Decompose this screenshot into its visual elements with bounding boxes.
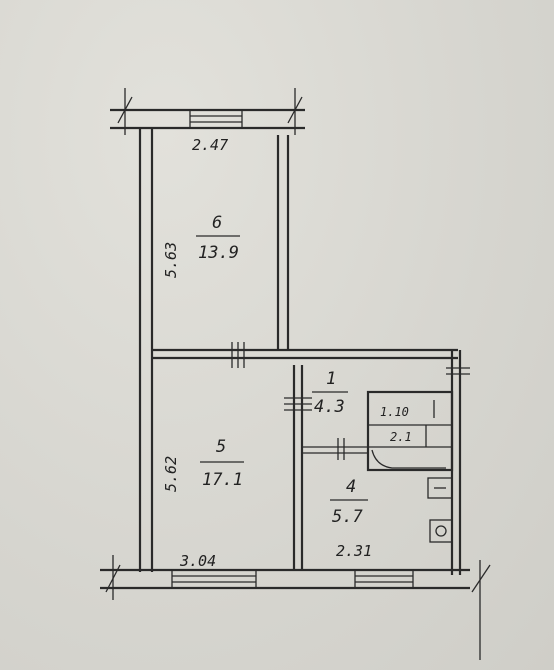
kitchen-fixtures	[427, 477, 453, 543]
room6-right-wall	[276, 135, 290, 350]
bathroom-block	[302, 390, 454, 472]
dim-upper-height: 5.63	[162, 242, 180, 278]
room5-area: 17.1	[202, 470, 243, 490]
right-wall	[446, 350, 470, 575]
middle-partition	[152, 342, 458, 368]
dim-top-width: 2.47	[192, 136, 228, 154]
wc-area: 2.1	[390, 430, 412, 444]
room5-right-wall	[284, 365, 312, 570]
bottom-window-right	[354, 569, 414, 589]
room6-number: 6	[212, 213, 222, 233]
left-wall	[138, 128, 154, 572]
bottom-wall	[100, 555, 491, 660]
room1-number: 1	[326, 369, 336, 389]
bath-area: 1.10	[380, 405, 409, 419]
top-window	[189, 109, 243, 129]
room4-area: 5.7	[332, 507, 363, 527]
bottom-window-left	[171, 569, 257, 589]
room4-number: 4	[346, 477, 356, 497]
room5-number: 5	[216, 437, 226, 457]
dim-bottom-right-width: 2.31	[336, 542, 372, 560]
room1-area: 4.3	[314, 397, 345, 417]
dim-bottom-left-width: 3.04	[179, 552, 216, 570]
dim-lower-height: 5.62	[162, 456, 180, 492]
room6-area: 13.9	[198, 243, 239, 263]
